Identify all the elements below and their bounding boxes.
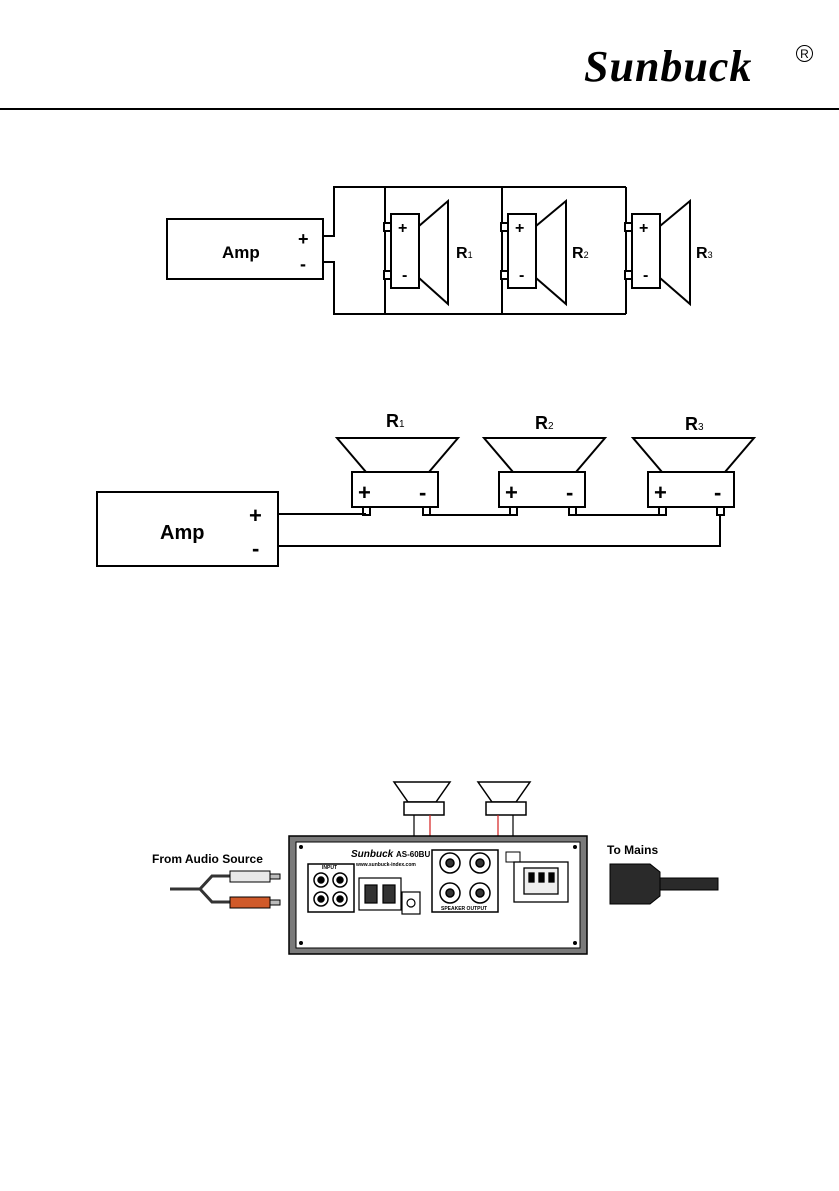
series-speaker-2 [484, 438, 605, 515]
mains-power-cord [610, 864, 718, 904]
series-speaker-3-plus: + [654, 480, 667, 505]
series-speaker-1-label: R1 [386, 411, 405, 431]
parallel-speaker-2 [501, 201, 566, 304]
series-speaker-3-minus: - [714, 480, 721, 505]
amplifier-rear-panel: Sunbuck AS-60BU www.sunbuck-index.com IN… [289, 836, 587, 954]
hookup-speaker-right [478, 782, 530, 815]
series-labels: Amp + - + - + - + - R1 R2 R3 [160, 411, 721, 561]
parallel-plus-wire [323, 187, 626, 236]
hookup-illustration: Sunbuck AS-60BU www.sunbuck-index.com IN… [152, 782, 718, 954]
parallel-speaker-2-plus: + [515, 220, 524, 237]
series-speaker-2-plus: + [505, 480, 518, 505]
rca-input-jacks [308, 864, 354, 912]
parallel-speaker-1 [384, 201, 448, 304]
iec-mains-socket [514, 862, 568, 902]
parallel-speaker-1-label: R1 [456, 245, 473, 262]
parallel-amp-minus: - [300, 254, 306, 274]
device-url: www.sunbuck-index.com [355, 862, 416, 868]
parallel-amp-label: Amp [222, 243, 260, 262]
fuse-holder [506, 852, 520, 862]
series-speaker-2-minus: - [566, 480, 573, 505]
parallel-speaker-3-plus: + [639, 220, 648, 237]
rca-cable [170, 876, 232, 902]
speaker-binding-posts [432, 850, 498, 912]
parallel-minus-wire [323, 262, 626, 314]
speaker-output-label: SPEAKER OUTPUT [441, 906, 487, 912]
series-minus-wire [278, 515, 720, 546]
device-brand: Sunbuck [351, 849, 394, 860]
series-speaker-2-label: R2 [535, 413, 554, 433]
parallel-speaker-2-minus: - [519, 267, 524, 284]
parallel-speaker-2-label: R2 [572, 245, 589, 262]
spring-terminals [359, 878, 401, 910]
parallel-amp-plus: + [298, 229, 309, 249]
to-mains-label: To Mains [607, 843, 658, 857]
series-amp-plus: + [249, 503, 262, 528]
dc-power-jack [402, 892, 420, 914]
parallel-speaker-1-minus: - [402, 267, 407, 284]
series-speaker-3-label: R3 [685, 414, 704, 434]
parallel-speaker-1-plus: + [398, 220, 407, 237]
rca-plugs [230, 871, 280, 908]
parallel-speaker-3 [625, 201, 690, 304]
parallel-speaker-3-label: R3 [696, 245, 713, 262]
parallel-labels: Amp + - + - + - + - R1 R2 R3 [222, 220, 713, 284]
hookup-speaker-left [394, 782, 450, 815]
series-speaker-1 [337, 438, 458, 515]
series-amp-minus: - [252, 536, 259, 561]
series-speaker-3 [633, 438, 754, 515]
series-speaker-1-minus: - [419, 480, 426, 505]
from-audio-source-label: From Audio Source [152, 852, 263, 866]
series-speaker-1-plus: + [358, 480, 371, 505]
series-amp-label: Amp [160, 522, 204, 544]
parallel-speaker-3-minus: - [643, 267, 648, 284]
input-label: INPUT [322, 865, 337, 871]
device-model: AS-60BU [396, 850, 430, 859]
